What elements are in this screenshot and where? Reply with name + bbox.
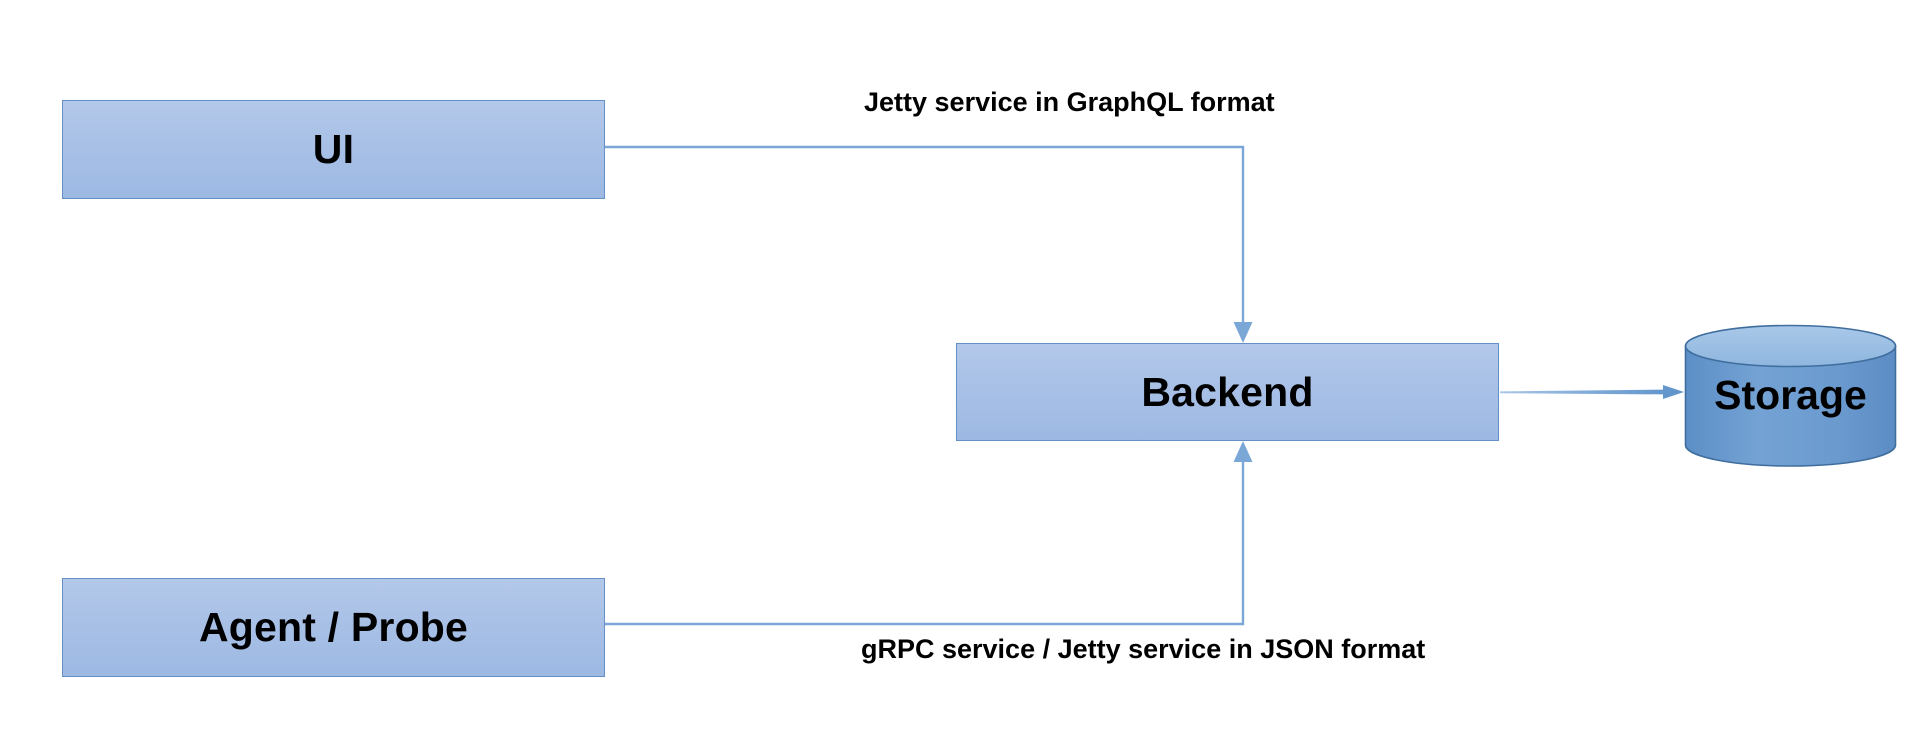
- node-ui[interactable]: UI: [62, 100, 605, 199]
- edge-label-ui-to-backend: Jetty service in GraphQL format: [864, 87, 1275, 117]
- edge-label-agent-to-backend: gRPC service / Jetty service in JSON for…: [861, 634, 1426, 664]
- node-ui-label: UI: [312, 126, 355, 172]
- node-backend[interactable]: Backend: [956, 343, 1499, 441]
- edge-agent-to-backend: [605, 441, 1253, 626]
- node-agent-probe[interactable]: Agent / Probe: [62, 578, 605, 677]
- node-storage[interactable]: [1684, 324, 1897, 467]
- node-agent-probe-label: Agent / Probe: [198, 604, 469, 650]
- cylinder-icon: [1684, 324, 1897, 467]
- edge-backend-to-storage: [1500, 385, 1684, 399]
- node-backend-label: Backend: [1141, 368, 1314, 415]
- edge-ui-to-backend: [605, 145, 1253, 343]
